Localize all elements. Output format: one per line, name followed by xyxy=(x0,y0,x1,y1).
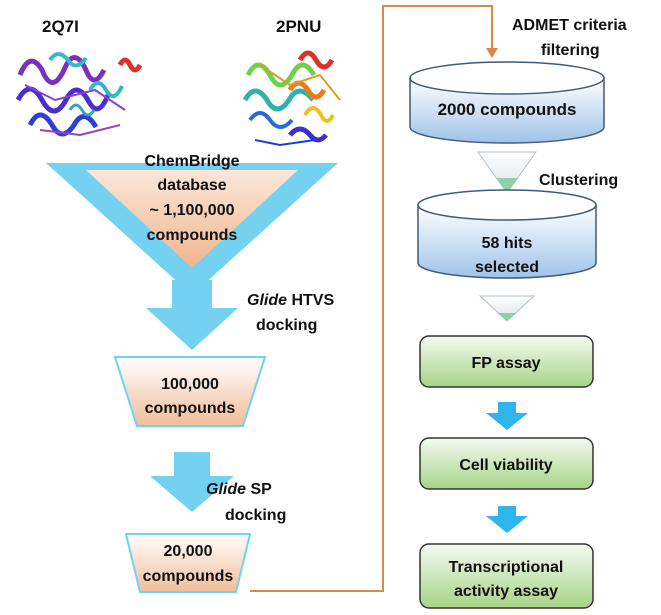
htvs-step-label: Glide HTVS xyxy=(247,292,334,309)
box-100k-line-1: 100,000 xyxy=(161,376,219,393)
down-arrow-sp xyxy=(150,452,234,512)
transcription-line-2: activity assay xyxy=(454,583,558,600)
cylinder-58 xyxy=(417,189,597,279)
admet-line-1: ADMET criteria xyxy=(512,17,627,34)
protein-label-2q7i: 2Q7I xyxy=(42,17,79,36)
transcription-assay-box xyxy=(419,543,594,609)
connector-arrowhead xyxy=(486,48,498,58)
fp-assay-box xyxy=(419,335,594,388)
cylinder-2000-label: 2000 compounds xyxy=(438,100,577,119)
htvs-docking-label: docking xyxy=(256,317,317,334)
cell-viability-label: Cell viability xyxy=(459,457,552,474)
library-line-4: compounds xyxy=(147,227,238,244)
trapezoid-100k xyxy=(113,356,267,427)
library-line-2: database xyxy=(157,177,226,194)
clustering-triangle xyxy=(477,151,537,194)
down-arrow-fp xyxy=(486,402,528,430)
admet-line-2: filtering xyxy=(541,42,600,59)
fp-assay-label: FP assay xyxy=(471,355,540,372)
protein-structure-2pnu xyxy=(242,50,341,147)
down-arrow-viability xyxy=(486,506,528,533)
database-funnel xyxy=(46,163,338,295)
box-20k-line-1: 20,000 xyxy=(164,543,213,560)
transcription-line-1: Transcriptional xyxy=(449,559,564,576)
library-line-1: ChemBridge xyxy=(144,153,239,170)
clustering-label: Clustering xyxy=(539,172,618,189)
connector-line xyxy=(250,5,493,592)
down-arrow-htvs xyxy=(146,280,238,350)
cylinder-2000 xyxy=(409,61,605,144)
cell-viability-box xyxy=(419,437,594,490)
htvs-glide-word: Glide xyxy=(247,292,287,309)
sp-step-label: Glide SP xyxy=(206,481,272,498)
selection-triangle xyxy=(478,295,536,322)
trapezoid-20k xyxy=(124,533,252,593)
cylinder-58-line-2: selected xyxy=(475,259,539,276)
cylinder-58-line-1: 58 hits xyxy=(482,235,533,252)
library-line-3: ~ 1,100,000 xyxy=(150,202,235,219)
sp-docking-label: docking xyxy=(225,507,286,524)
box-20k-line-2: compounds xyxy=(143,568,234,585)
sp-glide-word: Glide xyxy=(206,481,246,498)
protein-label-2pnu: 2PNU xyxy=(276,17,321,36)
sp-method-word: SP xyxy=(246,481,272,498)
protein-structure-2q7i xyxy=(15,52,143,137)
htvs-method-word: HTVS xyxy=(287,292,334,309)
box-100k-line-2: compounds xyxy=(145,400,236,417)
